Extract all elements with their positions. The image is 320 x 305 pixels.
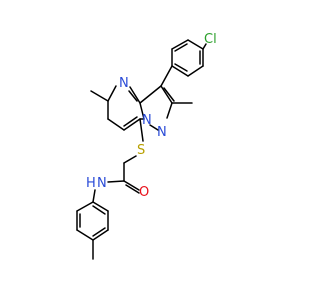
bond-co-o-1 bbox=[123, 180, 140, 191]
amide-hydrogen-label: H bbox=[86, 176, 96, 191]
nitrogen-label-bridge: N bbox=[142, 113, 152, 128]
bond-s-ch2 bbox=[123, 155, 137, 164]
oxygen-label: O bbox=[139, 185, 149, 200]
bond-aryl-pyrazole bbox=[160, 65, 173, 87]
bond-methyl-pyrimidine bbox=[90, 90, 109, 102]
nitrogen-label-ring6: N bbox=[119, 76, 129, 91]
chlorine-label: Cl bbox=[204, 32, 217, 47]
bond-ring-cl bbox=[202, 43, 207, 50]
pyrimidine-ring bbox=[107, 85, 145, 131]
bond-co-n bbox=[107, 180, 125, 183]
bond-c7-s bbox=[139, 118, 144, 142]
bond-n-aryl bbox=[92, 189, 96, 203]
pyrazole-ring bbox=[139, 85, 175, 131]
bond-co-o-2 bbox=[125, 184, 140, 194]
tolyl-ring bbox=[76, 201, 109, 241]
amide-nitrogen-label: N bbox=[97, 176, 107, 191]
sulfur-label: S bbox=[137, 143, 145, 158]
molecule-diagram: Cl N N N S O N H bbox=[76, 32, 217, 260]
chlorophenyl-ring bbox=[171, 39, 204, 77]
nitrogen-label-pyrazole: N bbox=[157, 125, 167, 140]
molecule-structure: Cl N N N S O N H bbox=[76, 32, 217, 260]
